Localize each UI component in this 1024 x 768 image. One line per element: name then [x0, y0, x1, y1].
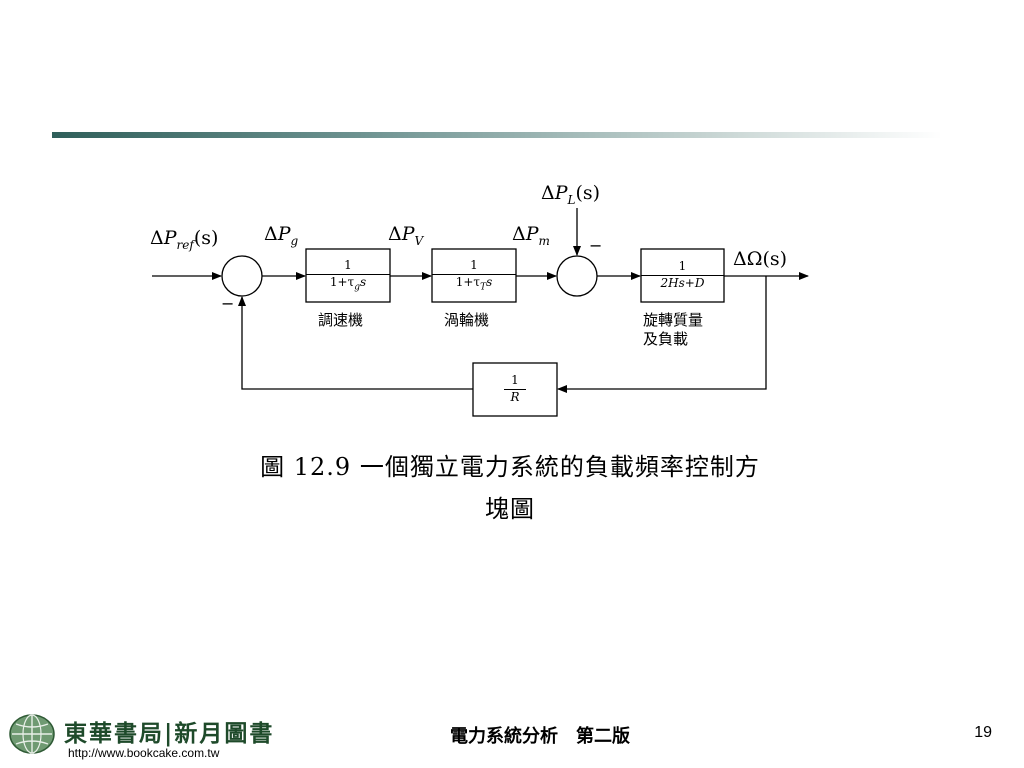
governor-block [305, 248, 391, 303]
turbine-block [431, 248, 517, 303]
page-number: 19 [974, 724, 992, 741]
delta-pref-label: ΔPref(s) [150, 227, 219, 252]
rotor-transfer-function: 1 2Hs+D [641, 249, 724, 302]
feedback-to-junction-arrow [238, 296, 473, 390]
delta-omega-label: ΔΩ(s) [733, 248, 788, 270]
summing-junction-2 [556, 255, 598, 297]
sum2-minus-sign: − [589, 236, 603, 255]
book-title: 電力系統分析 第二版 [450, 726, 630, 747]
delta-pl-label: ΔPL(s) [541, 182, 601, 207]
rotor-name-line2: 及負載 [643, 330, 689, 348]
publisher-name: 東華書局|新月圖書 [64, 720, 275, 747]
droop-transfer-function: 1 R [473, 363, 557, 416]
rotor-name-line1: 旋轉質量 [643, 311, 704, 329]
globe-icon [9, 714, 55, 754]
sum1-minus-sign: − [221, 294, 235, 313]
feedback-to-droop-arrow [557, 276, 767, 393]
turbine-transfer-function: 1 1+τTs [432, 249, 516, 302]
delta-pm-label: ΔPm [512, 223, 550, 248]
publisher-logo: 東華書局|新月圖書 http://www.bookcake.com.tw [6, 712, 280, 762]
figure-caption-line1: 圖 12.9 一個獨立電力系統的負載頻率控制方 [260, 453, 760, 481]
publisher-url: http://www.bookcake.com.tw [68, 746, 220, 760]
turbine-name: 渦輪機 [444, 311, 490, 329]
title-divider-bar [52, 132, 942, 138]
delta-pg-label: ΔPg [264, 223, 299, 248]
figure-caption-line2: 塊圖 [485, 495, 535, 523]
governor-transfer-function: 1 1+τgs [306, 249, 390, 302]
summing-junction-1 [221, 255, 263, 297]
governor-name: 調速機 [318, 311, 364, 329]
delta-pv-label: ΔPV [388, 223, 424, 248]
